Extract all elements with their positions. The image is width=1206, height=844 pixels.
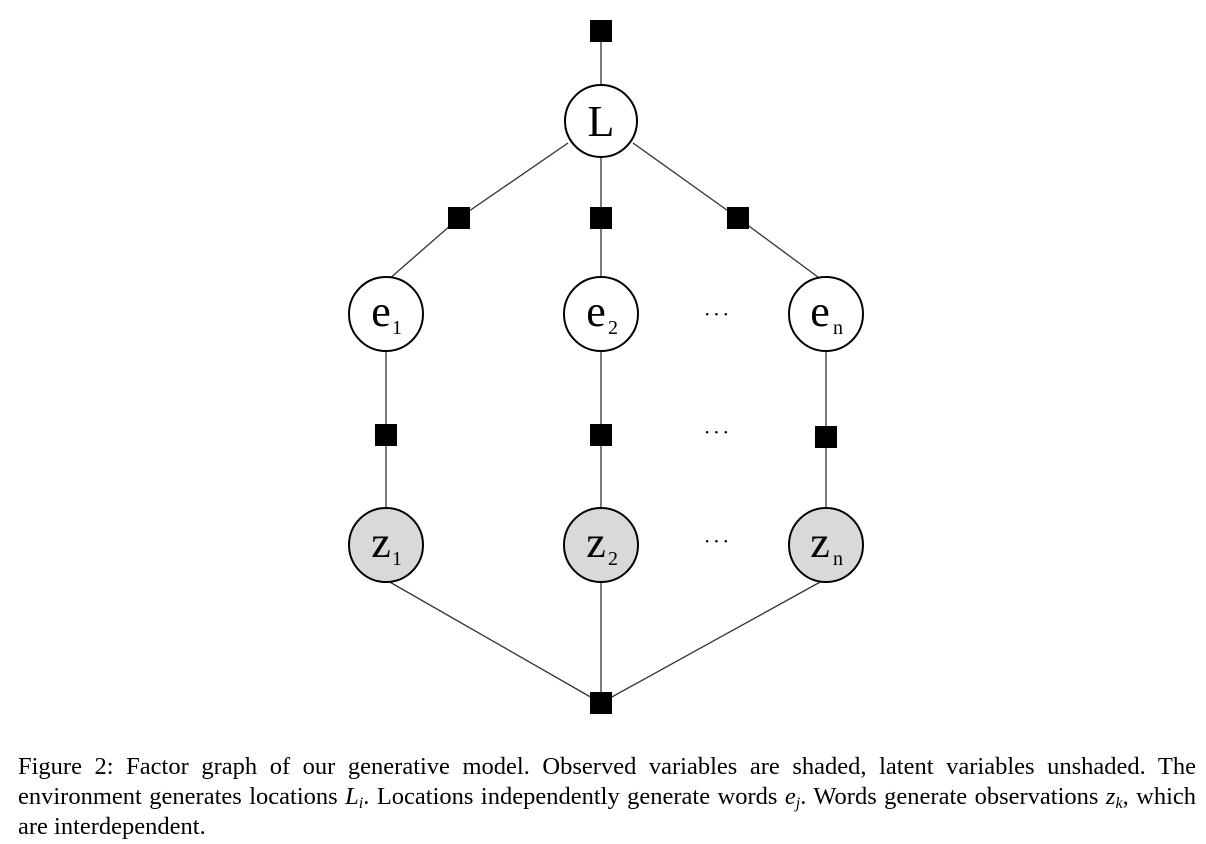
node-en-label: e	[810, 287, 830, 336]
node-en-circle	[788, 276, 864, 352]
caption-mid-1: . Locations independently generate words	[363, 783, 785, 810]
node-z2-circle	[563, 507, 639, 583]
node-e1-subscript: 1	[392, 317, 402, 339]
factor-L-en	[727, 207, 749, 229]
node-e1: e 1	[348, 276, 424, 352]
node-e2-label: e	[586, 287, 606, 336]
ellipsis-words: ···	[704, 302, 732, 326]
node-en: e n	[788, 276, 864, 352]
caption-var-L-subscript: i	[358, 795, 364, 812]
node-L-label: L	[588, 97, 615, 146]
node-z1-circle	[348, 507, 424, 583]
factors	[375, 20, 837, 714]
node-zn-subscript: n	[833, 548, 843, 570]
edge-L-factor-left	[458, 142, 569, 219]
factor-top	[590, 20, 612, 42]
caption-var-e: e	[784, 783, 796, 810]
caption-suffix: , which are interdependent.	[18, 783, 1197, 840]
edge-factor-right-en	[737, 217, 823, 281]
node-z2-subscript: 2	[608, 548, 618, 570]
node-L-circle	[564, 84, 638, 158]
node-e2: e 2	[563, 276, 639, 352]
factor-graph-diagram: L e 1 e 2 e n z 1 z 2 z n ··· ··· ···	[348, 20, 864, 714]
factor-en-zn	[815, 426, 837, 448]
caption-var-e-subscript: j	[795, 795, 801, 812]
ellipsis-observations: ···	[704, 529, 732, 553]
node-e1-circle	[348, 276, 424, 352]
factor-L-e1	[448, 207, 470, 229]
caption-prefix: Figure 2: Factor graph of our generative…	[18, 753, 1196, 810]
edge-factor-left-e1	[387, 217, 460, 281]
factor-bottom	[590, 692, 612, 714]
node-z1: z 1	[348, 507, 424, 583]
edges	[385, 31, 827, 704]
caption-mid-2: . Words generate observations	[800, 783, 1106, 810]
node-z2: z 2	[563, 507, 639, 583]
node-e2-subscript: 2	[608, 317, 618, 339]
factor-e1-z1	[375, 424, 397, 446]
edge-zn-bottom-factor	[600, 580, 823, 704]
node-zn-label: z	[810, 518, 830, 567]
ellipsis-factors: ···	[704, 420, 732, 444]
node-zn-circle	[788, 507, 864, 583]
edge-z1-bottom-factor	[387, 580, 602, 704]
figure-caption: Figure 2: Factor graph of our generative…	[18, 752, 1196, 842]
node-e2-circle	[563, 276, 639, 352]
node-z1-label: z	[371, 518, 391, 567]
node-z2-label: z	[586, 518, 606, 567]
caption-var-L: L	[345, 783, 359, 810]
node-en-subscript: n	[833, 317, 843, 339]
factor-e2-z2	[590, 424, 612, 446]
caption-var-z-subscript: k	[1115, 795, 1123, 812]
factor-L-e2	[590, 207, 612, 229]
edge-L-factor-right	[632, 142, 739, 219]
node-L: L	[564, 84, 638, 158]
node-e1-label: e	[371, 287, 391, 336]
node-z1-subscript: 1	[392, 548, 402, 570]
node-zn: z n	[788, 507, 864, 583]
caption-var-z: z	[1105, 783, 1116, 810]
